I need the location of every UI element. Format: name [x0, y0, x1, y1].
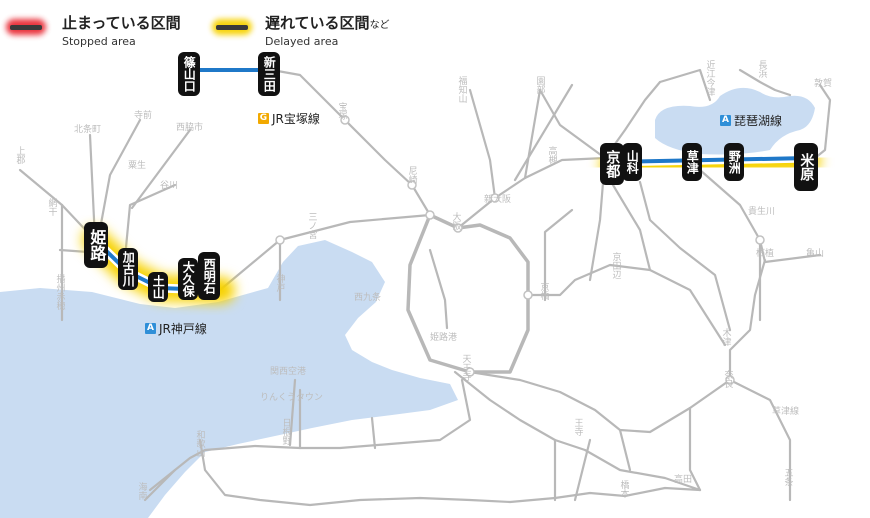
station-nara[interactable]: 奈良: [724, 371, 734, 390]
station-sannomiya[interactable]: 三ノ宮: [308, 213, 318, 241]
station-okubo[interactable]: 大久保: [178, 258, 198, 300]
station-kyotanabe[interactable]: 京田辺: [612, 253, 622, 281]
station-nagahama[interactable]: 長浜: [758, 61, 768, 80]
station-takada[interactable]: 高田: [674, 475, 693, 485]
station-yamashina[interactable]: 山科: [622, 143, 642, 181]
station-doyama-label: 土山: [151, 275, 166, 299]
legend-delayed-ja: 遅れている区間など: [265, 12, 390, 33]
station-kobe[interactable]: 神戸: [276, 275, 286, 294]
line-badge-biwako: A: [720, 115, 731, 126]
station-aboshi[interactable]: 網干: [48, 199, 58, 218]
station-sasayamaguchi-label: 篠山口: [182, 56, 197, 92]
station-hojo[interactable]: 北条町: [74, 125, 102, 135]
station-takatsuki[interactable]: 高槻: [548, 147, 558, 166]
legend-stopped-swatch: [6, 19, 46, 35]
station-kasai[interactable]: 谷川: [160, 181, 179, 191]
station-himejiko[interactable]: 姫路港: [430, 333, 458, 343]
station-yamashina-label: 山科: [625, 150, 640, 174]
station-rinku[interactable]: りんくうタウン: [260, 393, 323, 403]
line-name-takarazuka: JR宝塚線: [272, 112, 320, 126]
station-kizu[interactable]: 木津: [722, 329, 732, 348]
station-hineno[interactable]: 日根野: [282, 419, 292, 447]
station-kakogawa-label: 加古川: [121, 251, 136, 287]
legend-delayed-ja-text: 遅れている区間: [265, 14, 370, 32]
station-kanzaki[interactable]: 粟生: [128, 161, 147, 171]
station-kansaiairport[interactable]: 関西空港: [270, 367, 307, 377]
station-himeji[interactable]: 姫路: [84, 222, 108, 268]
line-name-biwako: 琵琶湖線: [734, 114, 783, 128]
station-kainan[interactable]: 海南: [138, 483, 148, 502]
station-okubo-label: 大久保: [181, 261, 196, 297]
station-himeji-label: 姫路: [87, 229, 107, 261]
station-takarazuka[interactable]: 宝塚: [338, 103, 348, 122]
line-badge-takarazuka: G: [258, 113, 269, 124]
station-oji[interactable]: 王寺: [574, 419, 584, 438]
station-fukuchiyama[interactable]: 福知山: [458, 77, 468, 105]
legend-stopped-en: Stopped area: [62, 35, 136, 48]
station-sonobe[interactable]: 園部: [536, 77, 546, 96]
station-shinosaka[interactable]: 新大阪: [484, 195, 512, 205]
station-nishiwakishi[interactable]: 西脇市: [176, 123, 204, 133]
lake-biwa: [655, 87, 815, 155]
station-hashimoto[interactable]: 橋本: [620, 481, 630, 500]
station-kameyama[interactable]: 亀山: [806, 249, 825, 259]
station-nishiakashi[interactable]: 西明石: [198, 252, 220, 300]
line-label-biwako[interactable]: A 琵琶湖線: [720, 112, 782, 129]
legend-delayed-suffix: など: [369, 20, 390, 31]
legend-stopped-ja: 止まっている区間: [62, 14, 181, 32]
sea-area: [0, 240, 458, 518]
station-maibara-label: 米原: [798, 153, 815, 181]
station-omiimaizu[interactable]: 近江今津: [706, 61, 716, 98]
station-nishiakashi-label: 西明石: [202, 258, 217, 294]
station-kibukawa[interactable]: 貴生川: [748, 207, 776, 217]
station-kyoto[interactable]: 京都: [600, 143, 624, 185]
station-kyoto-label: 京都: [604, 150, 621, 178]
station-yasu[interactable]: 野洲: [724, 143, 744, 181]
station-shinsanda[interactable]: 新三田: [258, 52, 280, 96]
station-kusatsu-label: 草津: [685, 150, 700, 174]
station-maibara[interactable]: 米原: [794, 143, 818, 191]
station-kyobashi[interactable]: 京橋: [540, 283, 550, 302]
station-sasayamaguchi[interactable]: 篠山口: [178, 52, 200, 96]
line-label-takarazuka[interactable]: G JR宝塚線: [258, 110, 320, 127]
station-tsuruga[interactable]: 敦賀: [814, 79, 833, 89]
station-kusatsu[interactable]: 草津: [682, 143, 702, 181]
station-doyama[interactable]: 土山: [148, 272, 168, 302]
station-kakogawa[interactable]: 加古川: [118, 248, 138, 290]
station-yasu-label: 野洲: [727, 150, 742, 174]
station-osaka[interactable]: 大阪: [452, 213, 462, 232]
line-badge-kobe: A: [145, 323, 156, 334]
station-tennoji[interactable]: 天王寺: [462, 355, 472, 383]
station-amagasaki[interactable]: 尼崎: [408, 167, 418, 186]
station-gojo[interactable]: 五条: [784, 469, 794, 488]
station-teramae[interactable]: 寺前: [134, 111, 153, 121]
legend-delayed-swatch: [212, 19, 252, 35]
station-shinsanda-label: 新三田: [262, 56, 277, 92]
station-kusatsuline[interactable]: 草津線: [772, 407, 800, 417]
station-wakayama[interactable]: 和歌山: [196, 431, 206, 459]
station-tsuge[interactable]: 柘植: [756, 249, 775, 259]
minor-stations: [275, 115, 765, 385]
line-label-kobe[interactable]: A JR神戸線: [145, 320, 207, 337]
station-nishikujo[interactable]: 西九条: [354, 293, 382, 303]
station-banshuako[interactable]: 播州赤穂: [56, 275, 66, 312]
line-name-kobe: JR神戸線: [159, 322, 207, 336]
station-kamigori[interactable]: 上郡: [16, 147, 26, 166]
legend-delayed-en: Delayed area: [265, 35, 339, 48]
